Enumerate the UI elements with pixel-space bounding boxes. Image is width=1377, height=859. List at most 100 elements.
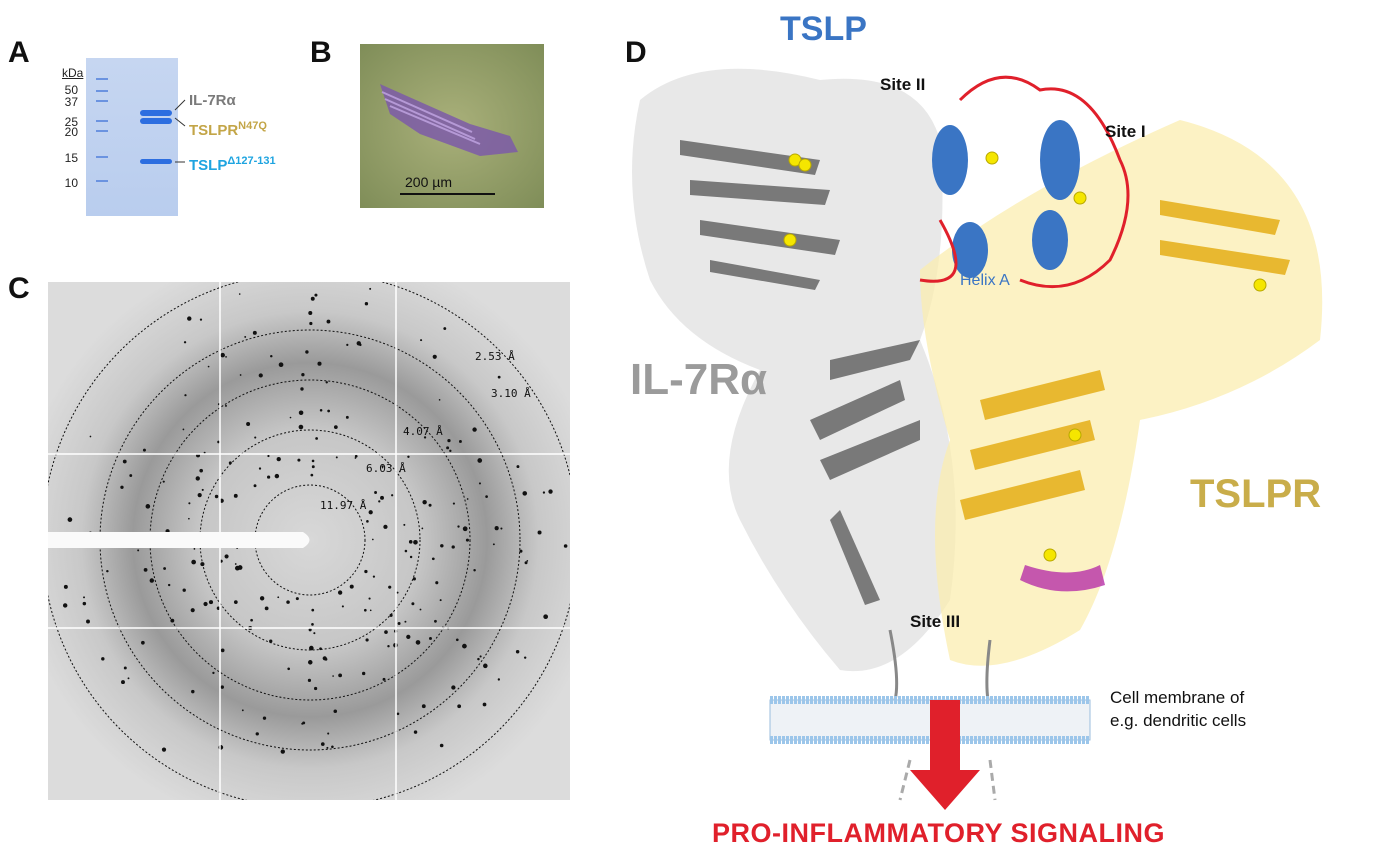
diffraction-spot [537,530,542,535]
band-label-tslpr: TSLPRN47Q [189,120,267,139]
diffraction-spot [120,485,124,489]
diffraction-spot [455,638,459,642]
diffraction-spot [167,583,171,587]
diffraction-spot [182,428,185,431]
tslp-cartoon [932,120,1080,278]
diffraction-spot [563,544,568,548]
diffraction-spot [301,373,305,377]
panel-label-d: D [625,36,647,69]
diffraction-spot [313,632,316,635]
diffraction-spot [270,354,273,358]
diffraction-spot [143,568,148,572]
diffraction-spot [457,704,462,709]
diffraction-spot [234,563,237,565]
diffraction-spot [220,648,225,653]
diffraction-spot [225,356,227,358]
diffraction-spot [141,640,145,645]
diffraction-spot [63,584,68,589]
diffraction-spot [482,702,487,707]
diffraction-spot [326,319,331,324]
diffraction-spot [396,712,400,716]
diffraction-spot [277,596,280,599]
tslp-loops [919,75,1130,289]
diffraction-spot [259,596,265,601]
scale-bar-label: 200 µm [405,174,452,190]
diffraction-spot [397,622,401,626]
diffraction-spot [199,468,203,473]
diffraction-spot [267,475,271,479]
diffraction-spot [188,517,190,520]
diffraction-spot [452,502,455,505]
diffraction-spot [396,591,399,594]
panel-label-c: C [8,272,30,305]
diffraction-spot [451,685,456,690]
diffraction-spot [391,494,394,497]
diffraction-spot [434,619,437,623]
diffraction-spot [543,614,549,620]
diffraction-spot [477,458,483,463]
diffraction-spot [326,746,329,749]
diffraction-spot [420,339,423,342]
diffraction-spot [320,742,325,746]
crystal-micrograph: 200 µm [360,44,544,208]
tslpr-surface [920,120,1323,666]
diffraction-spot [462,643,467,649]
diffraction-spot [337,590,343,595]
diffraction-spot [361,671,366,676]
diffraction-spot [364,302,369,306]
band-leader-lines [174,99,186,163]
diffraction-spot [309,645,314,651]
diffraction-spot [127,677,130,680]
diffraction-spot [307,660,313,665]
mw-marker: 20 [64,125,78,139]
diffraction-spot [183,341,187,344]
sds-page-gel [86,58,178,216]
diffraction-spot [497,678,500,681]
diffraction-spot [500,527,503,530]
membrane-label: Cell membrane of e.g. dendritic cells [1110,686,1246,732]
diffraction-spot [483,663,488,669]
diffraction-spot [428,503,432,507]
diffraction-spot [233,493,238,498]
diffraction-spot [354,454,358,458]
diffraction-spot [413,539,418,545]
diffraction-spot [197,493,202,498]
diffraction-spot [220,352,225,358]
diffraction-spot [67,517,73,522]
diffraction-spot [121,680,125,685]
membrane-label-line1: Cell membrane of [1110,688,1245,707]
diffraction-spot [341,605,344,608]
diffraction-spot [82,601,87,606]
diffraction-spot [276,456,281,462]
diffraction-spot [478,482,481,485]
diffraction-spot [384,630,388,634]
site-i-label: Site I [1105,122,1146,141]
diffraction-spot [319,409,323,412]
mw-marker: 37 [64,95,78,109]
diffraction-spot [429,637,432,640]
il7ra-label: IL-7Rα [630,355,768,404]
diffraction-spot [220,685,224,689]
diffraction-spot [349,584,354,589]
signal-arrow [910,700,980,810]
diffraction-spot [447,439,451,443]
diffraction-spot [479,655,482,658]
diffraction-spot [307,678,312,683]
diffraction-spot [212,671,215,675]
band-label-tslp: TSLPΔ127-131 [189,155,276,174]
diffraction-spot [368,597,371,600]
diffraction-spot [314,686,318,691]
diffraction-spot [201,488,204,491]
diffraction-spot [193,548,196,550]
diffraction-spot [465,538,469,542]
diffraction-spot [412,577,416,581]
tslp-label: TSLP [780,10,867,48]
diffraction-spot [413,730,418,734]
diffraction-spot [406,427,409,430]
tslpr-label: TSLPR [1190,472,1322,516]
diffraction-spot [497,375,501,379]
diffraction-spot [289,416,292,419]
ring-label: 3.10 Å [491,387,531,400]
diffraction-spot [309,321,313,326]
diffraction-spot [246,422,251,426]
